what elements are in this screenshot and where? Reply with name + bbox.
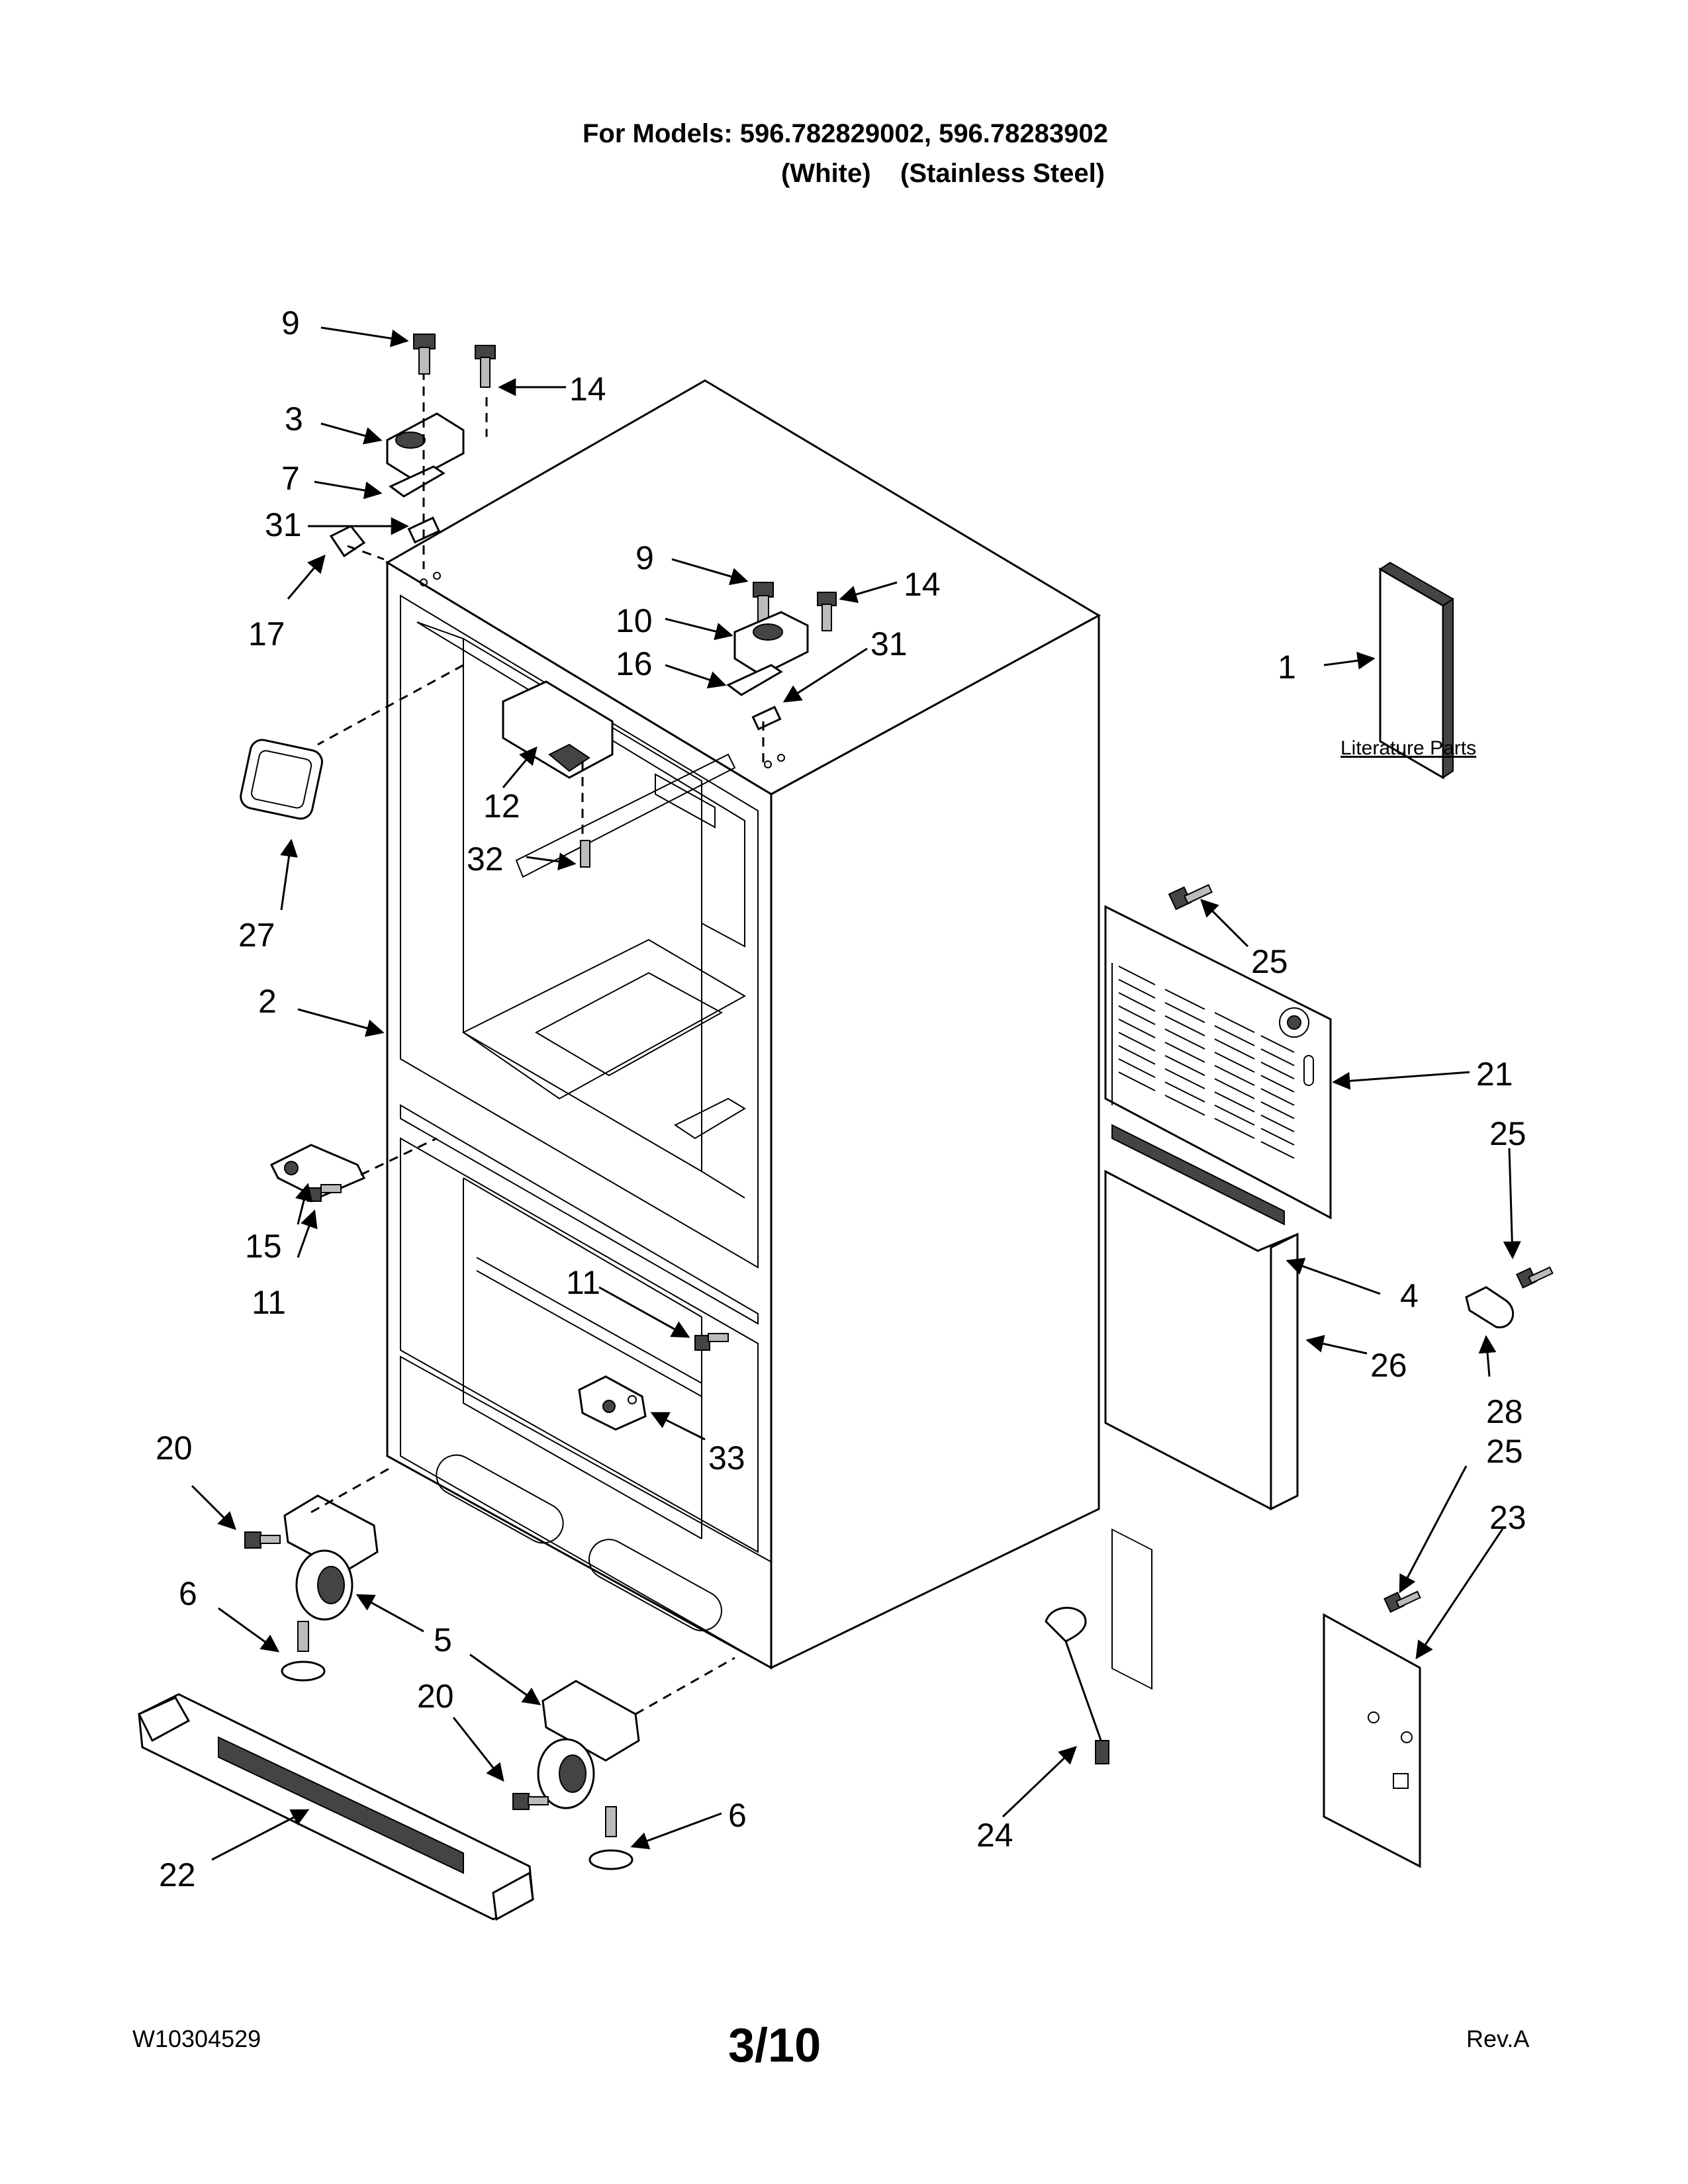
callout-32: 32 <box>467 841 504 878</box>
callout-28: 28 <box>1486 1393 1523 1430</box>
callout-9: 9 <box>281 304 300 341</box>
clamp-28 <box>1465 1286 1515 1328</box>
callout-7: 7 <box>281 460 300 497</box>
document-number: W10304529 <box>132 2025 261 2052</box>
callout-11-left: 11 <box>252 1284 286 1321</box>
callout-14-center: 14 <box>904 566 941 603</box>
callout-25-bottom: 25 <box>1486 1433 1523 1470</box>
callout-5: 5 <box>434 1621 452 1659</box>
middle-hinge-15 <box>269 1137 438 1202</box>
callout-21: 21 <box>1476 1056 1513 1093</box>
variant-white: (White) <box>781 159 871 188</box>
screws-25 <box>1168 884 1554 1613</box>
callout-22: 22 <box>159 1856 196 1893</box>
callout-4: 4 <box>1400 1277 1419 1314</box>
callout-6-center: 6 <box>728 1797 747 1834</box>
rear-access-panel <box>1104 905 1332 1690</box>
cover-plate-23 <box>1323 1613 1421 1868</box>
callout-2: 2 <box>258 983 277 1020</box>
literature-book <box>1379 561 1454 780</box>
callout-20-center: 20 <box>417 1678 454 1715</box>
revision-label: Rev.A <box>1466 2025 1530 2052</box>
roller-assembly-left <box>244 1465 395 1682</box>
callout-3: 3 <box>285 400 303 437</box>
callout-15: 15 <box>245 1228 282 1265</box>
base-grille-22 <box>137 1693 534 1921</box>
roller-assembly-right <box>512 1657 735 1870</box>
callout-25-right: 25 <box>1489 1115 1526 1152</box>
callout-9-center: 9 <box>635 539 654 576</box>
cabinet <box>385 379 1102 1670</box>
callout-10: 10 <box>616 602 653 639</box>
wire-harness-24 <box>1045 1606 1109 1764</box>
callout-31: 31 <box>265 506 302 543</box>
callout-labels: 9 14 3 7 31 17 9 14 10 16 31 1 Literatur… <box>156 304 1526 1893</box>
upper-left-hinge <box>329 334 496 569</box>
leader-lines <box>191 326 1521 1861</box>
callout-24: 24 <box>976 1817 1013 1854</box>
callout-11-center: 11 <box>566 1264 600 1301</box>
callout-33: 33 <box>708 1439 745 1477</box>
middle-hinge-33 <box>578 1333 729 1431</box>
variant-stainless: (Stainless Steel) <box>900 159 1105 188</box>
callout-12: 12 <box>483 788 520 825</box>
callout-1: 1 <box>1278 649 1296 686</box>
upper-center-hinge <box>726 582 837 768</box>
callout-26: 26 <box>1370 1347 1407 1384</box>
control-panel-27 <box>240 739 323 820</box>
literature-parts-label: Literature Parts <box>1340 737 1476 759</box>
callout-27: 27 <box>238 917 275 954</box>
callout-14: 14 <box>569 371 606 408</box>
callout-23: 23 <box>1489 1499 1526 1536</box>
callout-16: 16 <box>616 645 653 682</box>
callout-31-center: 31 <box>870 625 908 662</box>
callout-17: 17 <box>248 615 285 653</box>
callout-6-left: 6 <box>179 1575 197 1612</box>
models-line: For Models: 596.782829002, 596.78283902 <box>583 119 1108 148</box>
page-number: 3/10 <box>728 2019 821 2072</box>
callout-25-top: 25 <box>1251 943 1288 980</box>
callout-20-left: 20 <box>156 1430 193 1467</box>
